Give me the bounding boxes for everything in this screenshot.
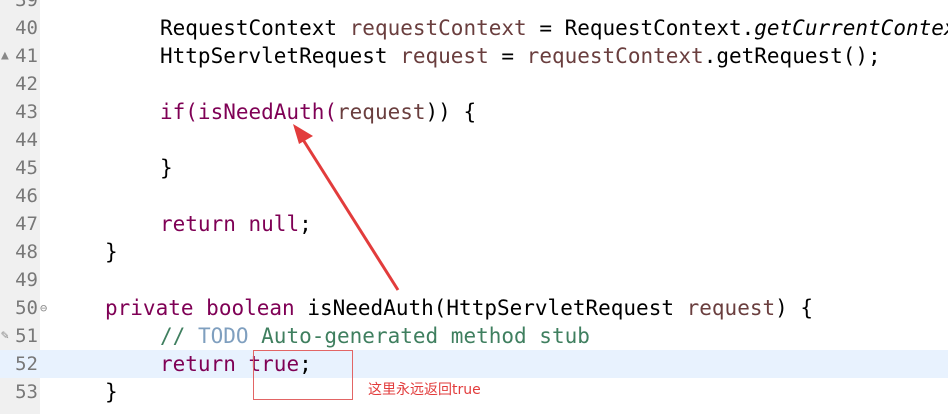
line-number: 40 — [15, 17, 38, 39]
override-marker-icon: ▲ — [1, 48, 9, 63]
code-text[interactable]: return true; — [160, 352, 312, 376]
line-number: 50 — [15, 297, 38, 319]
line-number: 51 — [15, 325, 38, 347]
line-number: 39 — [15, 0, 38, 11]
code-line[interactable]: 42 — [0, 70, 948, 98]
line-number: 49 — [15, 269, 38, 291]
code-line[interactable]: 44 — [0, 126, 948, 154]
task-marker-icon: ✎ — [1, 328, 9, 343]
line-number: 46 — [15, 185, 38, 207]
line-number: 44 — [15, 129, 38, 151]
line-number: 48 — [15, 241, 38, 263]
code-line: 39 — [0, 0, 948, 14]
code-text[interactable]: // TODO Auto-generated method stub — [160, 324, 590, 348]
code-text[interactable]: HttpServletRequest request = requestCont… — [160, 44, 881, 68]
line-number: 42 — [15, 73, 38, 95]
code-text[interactable]: private boolean isNeedAuth(HttpServletRe… — [105, 296, 814, 320]
line-number: 45 — [15, 157, 38, 179]
line-number-gutter — [0, 0, 40, 414]
code-text[interactable]: } — [105, 240, 118, 264]
code-text[interactable]: return null; — [160, 212, 312, 236]
code-line[interactable]: ▲ 41 HttpServletRequest request = reques… — [0, 42, 948, 70]
code-line[interactable]: 46 — [0, 182, 948, 210]
line-number: 43 — [15, 101, 38, 123]
fold-toggle-icon[interactable]: ⊖ — [40, 301, 48, 315]
code-line[interactable]: 40 RequestContext requestContext = Reque… — [0, 14, 948, 42]
code-text[interactable]: RequestContext requestContext = RequestC… — [160, 16, 948, 40]
code-line[interactable]: 43 if(isNeedAuth(request)) { — [0, 98, 948, 126]
code-line[interactable]: 47 return null; — [0, 210, 948, 238]
code-line[interactable]: 48 } — [0, 238, 948, 266]
code-line[interactable]: 45 } — [0, 154, 948, 182]
code-line[interactable]: 53 } — [0, 378, 948, 406]
code-text[interactable]: if(isNeedAuth(request)) { — [160, 100, 477, 124]
line-number: 53 — [15, 381, 38, 403]
code-line[interactable]: 50 ⊖ private boolean isNeedAuth(HttpServ… — [0, 294, 948, 322]
line-number: 41 — [15, 45, 38, 67]
highlight-box — [253, 350, 353, 400]
code-text[interactable]: } — [160, 156, 173, 180]
line-number: 52 — [15, 353, 38, 375]
annotation-label: 这里永远返回true — [368, 382, 481, 398]
code-line[interactable]: ✎ 51 // TODO Auto-generated method stub — [0, 322, 948, 350]
code-text[interactable]: } — [105, 380, 118, 404]
code-line[interactable]: 49 — [0, 266, 948, 294]
code-line-current[interactable]: 52 return true; — [0, 350, 948, 378]
line-number: 47 — [15, 213, 38, 235]
